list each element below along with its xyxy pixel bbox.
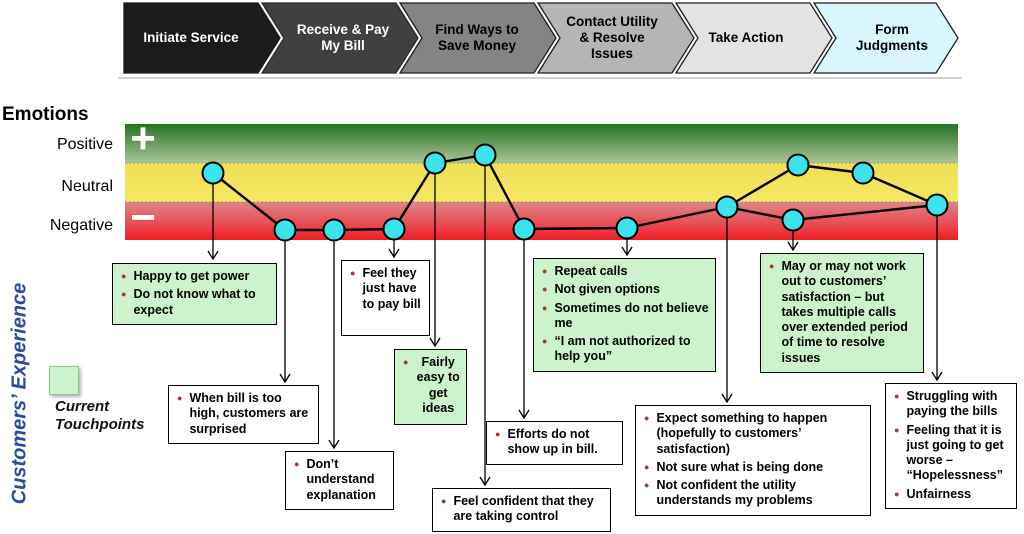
bullet-icon: ● xyxy=(644,413,650,423)
touchpoint-box-repeat-calls: ●Repeat calls ●Not given options ●Someti… xyxy=(533,258,716,372)
touchpoint-box-struggling: ●Struggling with paying the bills ●Feeli… xyxy=(885,383,1017,509)
journey-layer xyxy=(201,143,949,487)
bullet-icon: ● xyxy=(495,429,501,439)
stage-chevron-contact-utility xyxy=(536,2,695,74)
neutral-label: Neutral xyxy=(61,178,113,195)
stage-chevron-receive-pay-bill xyxy=(260,2,419,74)
journey-point xyxy=(512,217,536,241)
negative-label: Negative xyxy=(49,217,113,234)
bullet-icon: ● xyxy=(542,302,548,313)
bullet-icon: ● xyxy=(177,393,183,403)
bullet-icon: ● xyxy=(644,480,650,491)
journey-point xyxy=(781,208,805,232)
journey-point xyxy=(786,153,810,177)
journey-point xyxy=(615,216,639,240)
connector-arrowhead xyxy=(328,439,340,450)
touchpoint-box-dont-understand: ●Don’t understand explanation xyxy=(285,451,394,510)
bullet-icon: ● xyxy=(894,391,900,401)
bullet-icon: ● xyxy=(121,271,127,281)
stage-label-contact-utility: Contact Utility & Resolve Issues xyxy=(566,14,658,61)
bullet-icon: ● xyxy=(894,424,900,435)
journey-point xyxy=(382,217,406,241)
connector-arrowhead xyxy=(721,393,733,404)
bullet-icon: ● xyxy=(894,488,900,499)
current-touchpoints-label: Current Touchpoints xyxy=(55,398,145,433)
stage-label-take-action: Take Action xyxy=(708,30,784,46)
journey-point xyxy=(715,195,739,219)
touchpoint-box-taking-control: ●Feel confident that they are taking con… xyxy=(432,488,611,532)
stage-chevron-strip xyxy=(118,2,962,79)
bullet-icon: ● xyxy=(350,268,356,278)
minus-icon: − xyxy=(130,193,156,242)
bullet-icon: ● xyxy=(294,459,300,469)
journey-point xyxy=(273,218,297,242)
negative-band xyxy=(125,202,958,240)
connector-arrowhead xyxy=(388,248,400,259)
bullet-icon: ● xyxy=(644,461,650,472)
touchpoint-box-may-not-work-out: ●May or may not work out to customers’ s… xyxy=(760,253,924,373)
connector-arrowhead xyxy=(518,409,530,420)
bullet-icon: ● xyxy=(542,284,548,295)
positive-band xyxy=(125,124,958,163)
stage-label-find-ways-save: Find Ways to Save Money xyxy=(435,22,519,53)
connector-arrowhead xyxy=(479,476,491,487)
bullet-icon: ● xyxy=(121,289,127,300)
stage-chevron-take-action xyxy=(674,2,833,74)
connector-arrowhead xyxy=(429,337,441,348)
connector-arrowhead xyxy=(621,246,633,257)
bullet-icon: ● xyxy=(542,266,548,276)
emotions-title: Emotions xyxy=(2,104,89,125)
positive-label: Positive xyxy=(56,136,113,153)
stage-chevron-form-judgments xyxy=(812,2,959,74)
touchpoint-box-have-to-pay: ●Feel they just have to pay bill xyxy=(341,260,430,336)
touchpoint-box-happy-to-get-power: ●Happy to get power ●Do not know what to… xyxy=(112,263,277,325)
neutral-band xyxy=(125,163,958,202)
bullet-icon: ● xyxy=(441,496,447,506)
stage-label-receive-pay-bill: Receive & Pay My Bill xyxy=(296,22,390,53)
emotion-bands xyxy=(125,124,958,240)
bullet-icon: ● xyxy=(403,357,409,367)
journey-point xyxy=(925,193,949,217)
touchpoint-box-efforts-not-in-bill: ●Efforts do not show up in bill. xyxy=(486,421,623,465)
journey-point xyxy=(423,151,447,175)
stage-label-form-judgments: Form Judgments xyxy=(855,22,928,53)
customers-experience-label: Customers’ Experience xyxy=(8,282,31,505)
connector-arrowhead xyxy=(787,241,799,252)
stage-chevron-find-ways-save xyxy=(398,2,557,74)
bullet-icon: ● xyxy=(769,261,775,271)
journey-point xyxy=(473,143,497,167)
connector-arrowhead xyxy=(931,371,943,382)
touchpoint-box-expect-something: ●Expect something to happen (hopefully t… xyxy=(635,405,871,516)
connector-arrowhead xyxy=(207,250,219,261)
bullet-icon: ● xyxy=(542,336,548,347)
stage-chevron-initiate-service xyxy=(123,2,281,74)
stage-label-initiate-service: Initiate Service xyxy=(143,30,239,46)
connector-arrowhead xyxy=(279,373,291,384)
journey-point xyxy=(201,161,225,185)
touchpoint-box-bill-too-high: ●When bill is too high, customers are su… xyxy=(168,385,319,444)
journey-point xyxy=(322,218,346,242)
journey-point xyxy=(851,161,875,185)
touchpoint-box-fairly-easy: ●Fairly easy to get ideas xyxy=(394,349,467,425)
plus-icon: + xyxy=(130,114,156,163)
current-touchpoints-swatch xyxy=(49,366,79,395)
